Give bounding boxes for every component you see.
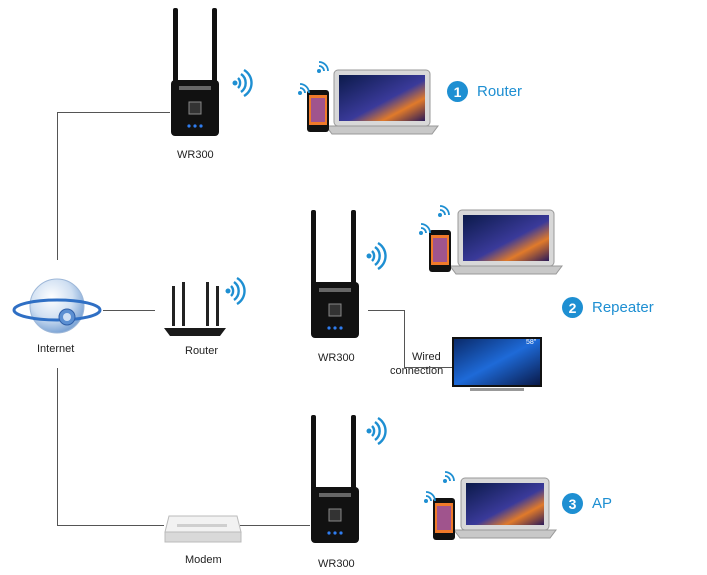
wr300-device-icon [311, 415, 359, 543]
mode-number-badge: 1 [447, 81, 468, 102]
connector-line [57, 112, 170, 113]
wifi-small-icon [424, 491, 436, 503]
wr300-label-top: WR300 [177, 149, 214, 161]
wifi-signal-icon [366, 241, 387, 271]
wifi-signal-icon [232, 68, 253, 98]
laptop-icon [325, 69, 439, 135]
connector-line [103, 310, 155, 311]
connector-line [404, 310, 405, 367]
tv-size-label: 58" [526, 339, 537, 346]
wifi-signal-icon [225, 276, 246, 306]
connector-line [368, 310, 404, 311]
wr300-device-icon [311, 210, 359, 338]
router-icon [164, 282, 226, 336]
wifi-small-icon [298, 83, 310, 95]
laptop-icon [453, 477, 557, 539]
wifi-small-icon [443, 471, 455, 483]
wired-connection-label-line1: Wired [412, 351, 441, 363]
mode-name: AP [592, 495, 613, 512]
phone-icon [307, 90, 329, 132]
router-label: Router [185, 345, 219, 357]
laptop-icon [449, 209, 563, 275]
connector-line [57, 368, 58, 525]
connector-line [57, 112, 58, 260]
phone-icon [433, 498, 455, 540]
wifi-signal-icon [366, 416, 387, 446]
wifi-small-icon [438, 205, 450, 217]
modem-icon [164, 515, 242, 543]
connector-line [57, 525, 164, 526]
wifi-small-icon [317, 61, 329, 73]
connector-line [404, 367, 452, 368]
mode-number-badge: 2 [562, 297, 583, 318]
wired-connection-label-line2: connection [390, 365, 444, 377]
mode-name: Router [477, 83, 523, 100]
wifi-small-icon [419, 223, 431, 235]
tv-icon: 58" [452, 337, 542, 394]
internet-globe-icon [12, 278, 102, 334]
wr300-label-bottom: WR300 [318, 558, 355, 570]
mode-number-badge: 3 [562, 493, 583, 514]
mode-router: 1 Router [447, 81, 522, 102]
mode-repeater: 2 Repeater [562, 297, 654, 318]
modem-label: Modem [185, 554, 222, 566]
connector-line [240, 525, 310, 526]
mode-name: Repeater [592, 299, 654, 316]
mode-ap: 3 AP [562, 493, 612, 514]
phone-icon [429, 230, 451, 272]
wr300-device-icon [171, 8, 219, 136]
wr300-label-middle: WR300 [318, 352, 355, 364]
internet-label: Internet [37, 343, 75, 355]
